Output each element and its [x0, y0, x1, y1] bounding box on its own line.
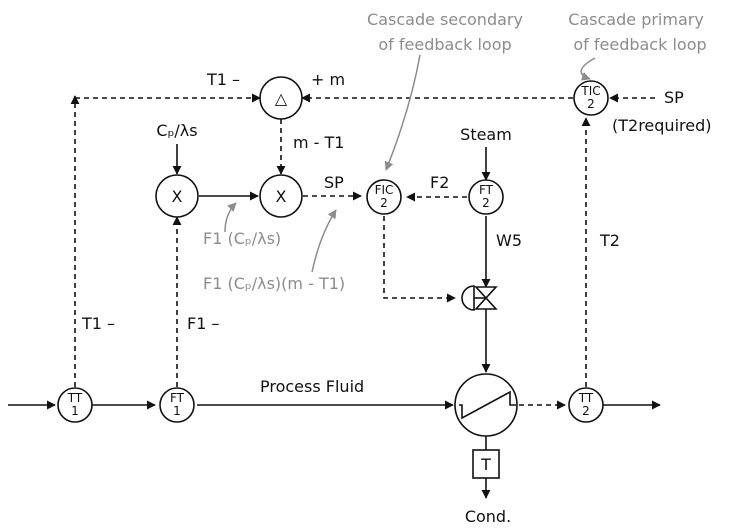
m-minus-t1-label: m - T1	[293, 133, 344, 152]
svg-text:△: △	[275, 89, 288, 108]
tt2-instrument: TT 2	[568, 387, 604, 423]
trap-label: T	[480, 455, 491, 474]
svg-text:FT: FT	[479, 183, 494, 197]
heat-exchanger	[454, 373, 518, 437]
tt1-instrument: TT 1	[57, 387, 93, 423]
multiplier-block-2: X	[259, 174, 303, 218]
svg-text:TT: TT	[67, 391, 83, 405]
annotation-pointers	[224, 54, 596, 273]
sp-fic-label: SP	[324, 173, 344, 192]
svg-text:TT: TT	[578, 391, 594, 405]
t2-label: T2	[599, 231, 620, 250]
f2-label: F2	[430, 173, 449, 192]
svg-text:TIC: TIC	[580, 84, 600, 98]
cp-lambda-label: Cₚ/λs	[156, 121, 197, 140]
cascade-primary-line1: Cascade primary	[568, 10, 704, 29]
svg-text:FIC: FIC	[375, 183, 394, 197]
svg-text:1: 1	[173, 404, 181, 418]
f1-ratio-note: F1 (Cₚ/λs)	[203, 229, 281, 248]
ft1-instrument: FT 1	[159, 387, 195, 423]
svg-text:2: 2	[582, 404, 590, 418]
f1-minus-label: F1 –	[187, 314, 219, 333]
w5-label: W5	[496, 231, 522, 250]
multiplier-block-1: X	[155, 174, 199, 218]
ft2-instrument: FT 2	[468, 179, 504, 215]
steam-label: Steam	[460, 125, 512, 144]
svg-text:FT: FT	[170, 391, 185, 405]
plus-m-label: + m	[311, 70, 345, 89]
f1-product-note: F1 (Cₚ/λs)(m - T1)	[203, 274, 345, 293]
signal-lines	[70, 93, 655, 387]
sp-tic-label: SP	[664, 88, 684, 107]
svg-text:2: 2	[587, 97, 595, 111]
cascade-primary-line2: of feedback loop	[573, 35, 706, 54]
subtractor-block: △	[259, 76, 303, 120]
svg-text:1: 1	[71, 404, 79, 418]
control-valve	[461, 285, 498, 311]
svg-text:2: 2	[380, 196, 388, 210]
fic2-controller: FIC 2	[366, 179, 402, 215]
cascade-secondary-line2: of feedback loop	[378, 35, 511, 54]
steam-trap: T	[472, 449, 500, 479]
cascade-secondary-line1: Cascade secondary	[367, 10, 523, 29]
t1-minus-top-label: T1 –	[206, 70, 240, 89]
svg-text:X: X	[172, 187, 183, 206]
tic2-controller: TIC 2	[573, 80, 609, 116]
svg-text:2: 2	[482, 196, 490, 210]
condensate-label: Cond.	[465, 507, 511, 526]
t1-minus-left-label: T1 –	[81, 314, 115, 333]
process-fluid-label: Process Fluid	[260, 377, 364, 396]
svg-text:X: X	[276, 187, 287, 206]
t2-required-label: (T2required)	[612, 116, 711, 135]
